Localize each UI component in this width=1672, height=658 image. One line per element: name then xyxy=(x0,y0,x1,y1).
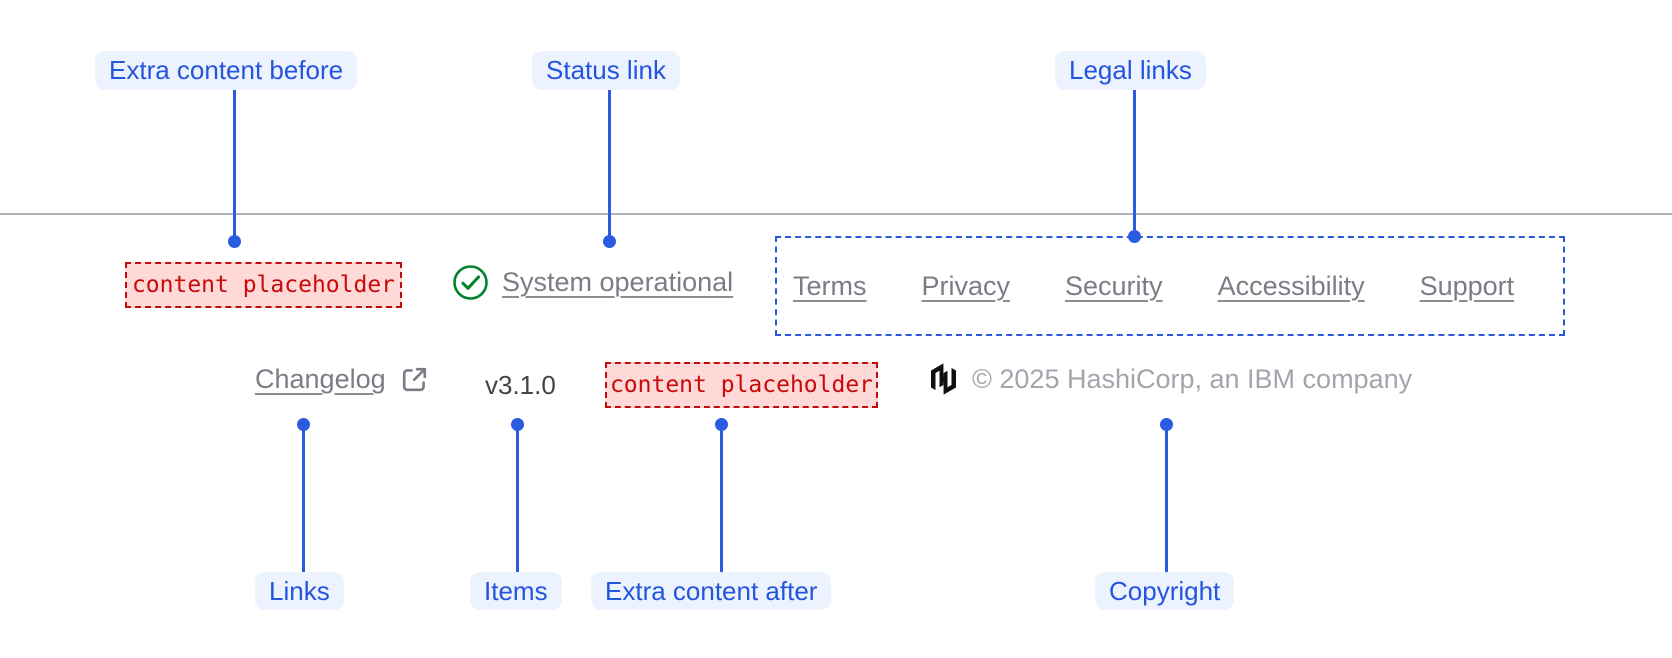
annotation-label-legal-links: Legal links xyxy=(1055,51,1206,90)
connector-line-items xyxy=(516,424,519,572)
annotation-label-status-link: Status link xyxy=(532,51,680,90)
annotation-label-extra-content-before: Extra content before xyxy=(95,51,358,90)
status-link-label[interactable]: System operational xyxy=(502,267,734,297)
legal-link-security[interactable]: Security xyxy=(1065,270,1163,301)
connector-dot-status-link xyxy=(603,235,616,248)
changelog-link[interactable]: Changelog xyxy=(255,364,429,395)
connector-line-extra-content-after xyxy=(720,424,723,572)
external-link-icon xyxy=(400,365,429,394)
footer-divider xyxy=(0,213,1672,215)
connector-dot-items xyxy=(511,418,524,431)
connector-dot-copyright xyxy=(1160,418,1173,431)
connector-line-extra-content-before xyxy=(233,90,236,242)
annotation-text: Copyright xyxy=(1109,575,1221,606)
version-label: v3.1.0 xyxy=(485,370,556,400)
extra-content-before-placeholder: content placeholder xyxy=(125,262,402,308)
connector-dot-extra-content-before xyxy=(228,235,241,248)
annotation-text: Links xyxy=(269,575,330,606)
legal-link-privacy[interactable]: Privacy xyxy=(921,270,1011,301)
connector-line-legal-links xyxy=(1133,90,1136,237)
copyright-section: © 2025 HashiCorp, an IBM company xyxy=(929,363,1412,395)
connector-line-copyright xyxy=(1165,424,1168,572)
copyright-text: © 2025 HashiCorp, an IBM company xyxy=(972,363,1413,394)
legal-link-accessibility[interactable]: Accessibility xyxy=(1217,270,1365,301)
legal-links-container: Terms Privacy Security Accessibility Sup… xyxy=(775,236,1565,336)
connector-line-links xyxy=(302,424,305,572)
annotation-label-extra-content-after: Extra content after xyxy=(591,572,832,610)
changelog-link-label[interactable]: Changelog xyxy=(255,364,386,394)
annotation-label-links: Links xyxy=(255,572,344,610)
connector-dot-links xyxy=(297,418,310,431)
check-circle-icon xyxy=(452,264,489,301)
legal-link-terms[interactable]: Terms xyxy=(793,270,867,301)
extra-content-after-placeholder: content placeholder xyxy=(605,362,878,408)
annotation-text: Items xyxy=(484,575,548,606)
connector-dot-extra-content-after xyxy=(715,418,728,431)
status-link[interactable]: System operational xyxy=(452,264,733,301)
placeholder-text: content placeholder xyxy=(131,272,396,298)
annotation-text: Legal links xyxy=(1069,55,1192,85)
annotation-label-items: Items xyxy=(470,572,562,610)
annotation-text: Extra content before xyxy=(109,55,344,85)
legal-link-support[interactable]: Support xyxy=(1419,270,1515,301)
placeholder-text: content placeholder xyxy=(609,372,874,398)
connector-dot-legal-links xyxy=(1128,230,1141,243)
annotation-text: Extra content after xyxy=(605,575,818,606)
connector-line-status-link xyxy=(608,90,611,242)
hashicorp-logo-icon xyxy=(929,363,958,395)
annotation-text: Status link xyxy=(546,55,666,85)
annotation-label-copyright: Copyright xyxy=(1095,572,1235,610)
